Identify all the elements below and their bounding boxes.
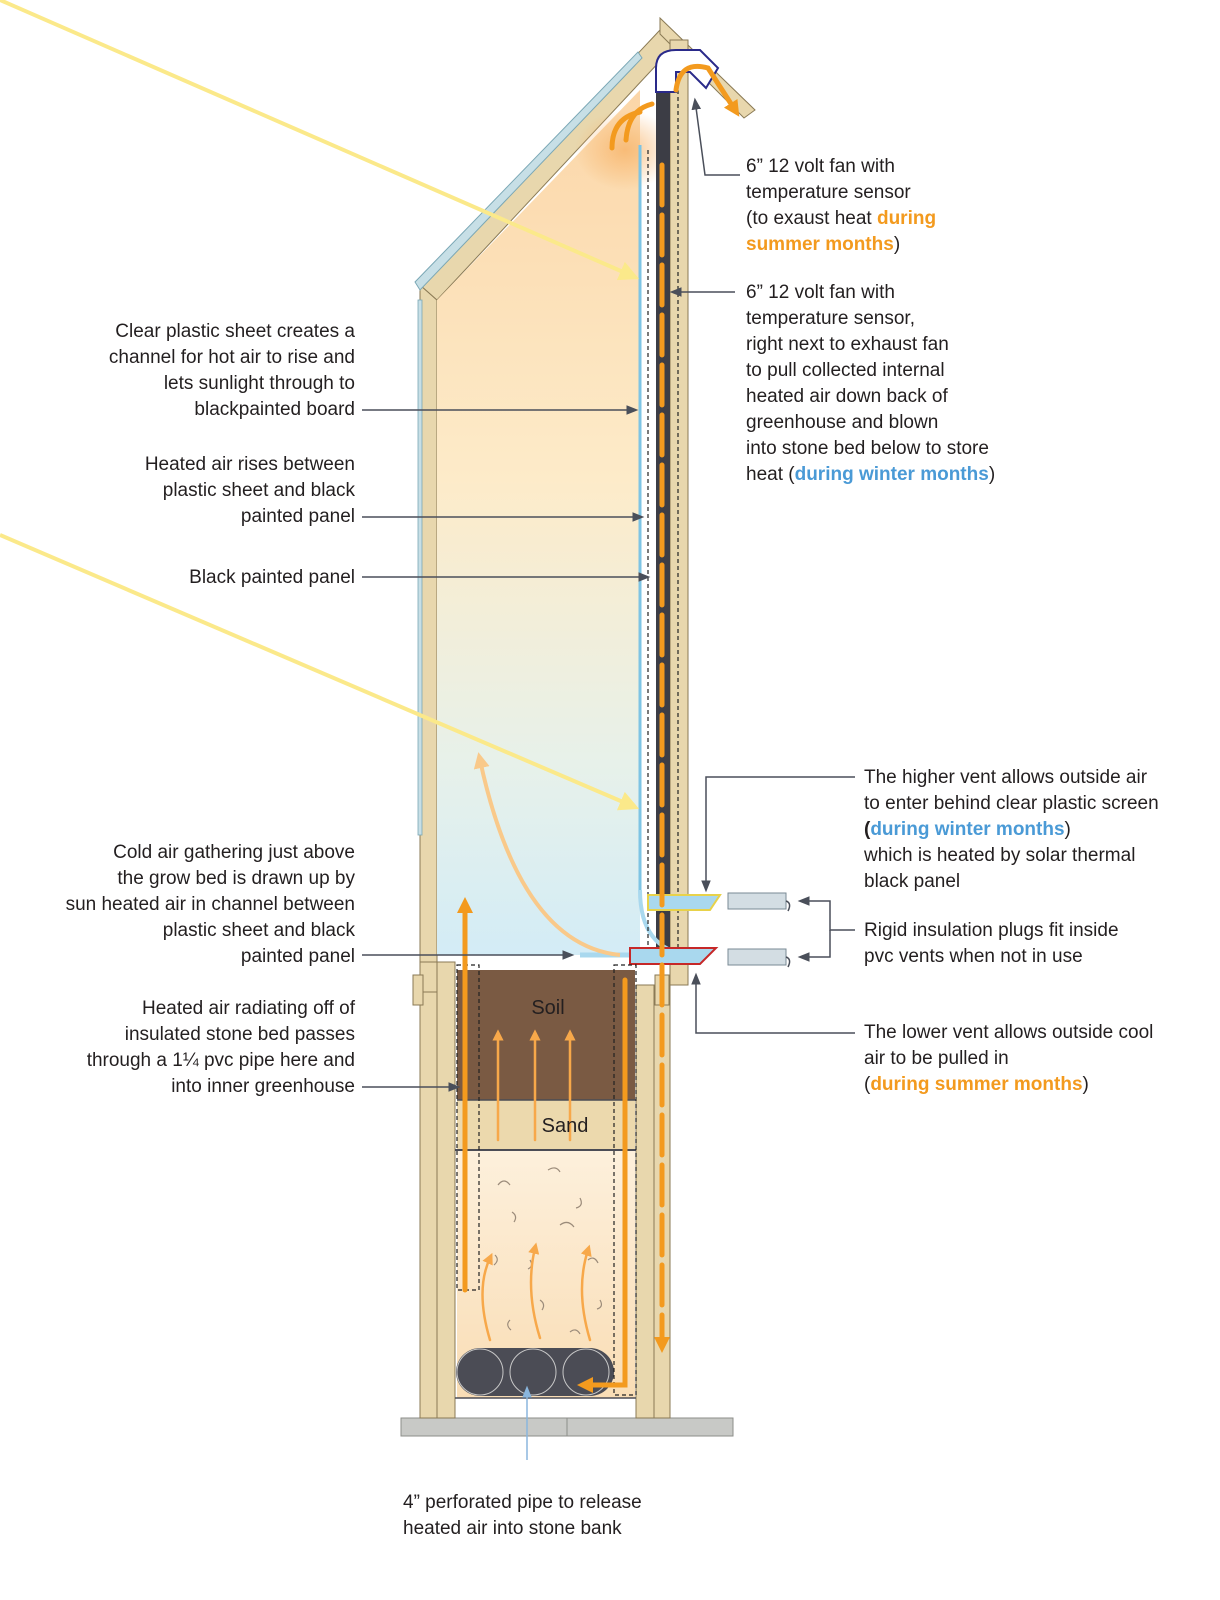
plastic-sheet-label: Clear plastic sheet creates a channel fo… — [108, 321, 355, 420]
leader-lines — [362, 97, 855, 1092]
cold-air-label: Cold air gathering just above the grow b… — [65, 842, 355, 967]
heated-air-rises-label: Heated air rises between plastic sheet a… — [144, 454, 355, 527]
lower-vent — [629, 947, 719, 965]
sunlight-rays — [0, 0, 640, 811]
higher-vent-label: The higher vent allows outside air to en… — [864, 767, 1159, 892]
perforated-pipes — [456, 1348, 614, 1396]
heated-air-arrows — [456, 63, 740, 1394]
cold-air-draw-arrow — [473, 752, 621, 957]
greenhouse-frame — [412, 16, 756, 1419]
soil-label: Soil — [531, 997, 565, 1019]
lower-vent-label: The lower vent allows outside cool air t… — [864, 1022, 1154, 1095]
intake-fan-label: 6” 12 volt fan with temperature sensor, … — [746, 282, 996, 485]
insulation-plug-upper — [727, 892, 787, 910]
insulation-plug-lower — [727, 948, 787, 966]
stone-texture — [493, 1167, 603, 1335]
exhaust-fan-label: 6” 12 volt fan with temperature sensor (… — [746, 156, 937, 255]
stone-bed-label: Heated air radiating off of insulated st… — [86, 998, 355, 1097]
perforated-pipe-label: 4” perforated pipe to release heated air… — [403, 1492, 642, 1539]
black-panel-label: Black painted panel — [189, 567, 355, 588]
sand-layer — [457, 1100, 635, 1150]
rising-heat-arrows — [481, 1029, 592, 1342]
sand-label: Sand — [541, 1115, 589, 1137]
soil-layer — [457, 970, 635, 1100]
interior-air — [437, 90, 640, 955]
rigid-insulation-label: Rigid insulation plugs fit inside pvc ve… — [864, 920, 1119, 967]
higher-vent — [647, 894, 722, 911]
